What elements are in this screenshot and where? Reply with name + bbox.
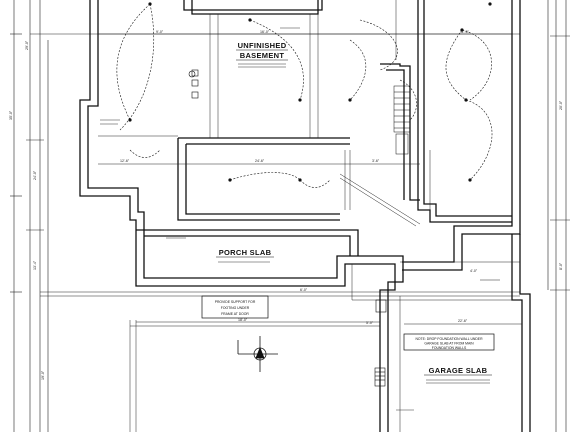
dimension-label: 11'-6"	[460, 30, 470, 34]
garage-note-line-3: FOUNDATION WALLS	[432, 346, 467, 350]
room-label-underlines	[216, 49, 492, 376]
dimension-label: 24'-0"	[33, 170, 37, 180]
dimension-label: 3'-6"	[372, 159, 380, 163]
garage-slab-label: GARAGE SLAB	[429, 366, 488, 375]
electrical-fixtures	[128, 2, 492, 182]
dimension-label: 13'-4"	[33, 260, 37, 270]
interior-thin-lines	[98, 0, 522, 432]
dimension-label: 19'-0"	[41, 370, 45, 380]
dimension-labels: 35'-0" 29'-0" 24'-0" 13'-4" 9'-0" 16'-0"…	[9, 30, 563, 380]
porch-slab-label: PORCH SLAB	[219, 248, 272, 257]
footing-note-line-3: FRAME AT DOOR	[221, 312, 249, 316]
dimension-label: 8'-0"	[559, 262, 563, 270]
garage-note-line-1: NOTE: DROP FOUNDATION WALL UNDER	[415, 337, 483, 341]
column-pads	[191, 69, 387, 387]
north-arrow-icon	[237, 336, 278, 372]
dimension-label: 24'-6"	[255, 159, 265, 163]
stair-treads	[393, 85, 411, 155]
dimension-label: 12'-6"	[120, 159, 130, 163]
dimension-label: 6'-0"	[300, 288, 308, 292]
dimension-label: 5'-0"	[366, 321, 374, 325]
unfinished-basement-label-1: UNFINISHED	[238, 41, 287, 50]
dimension-label: 35'-0"	[9, 110, 13, 120]
dimension-label: 9'-0"	[156, 30, 164, 34]
dimension-label: 18'-0"	[238, 318, 248, 322]
dimension-label: 20'-0"	[559, 100, 563, 110]
room-labels: UNFINISHED BASEMENT PORCH SLAB GARAGE SL…	[219, 41, 488, 375]
footing-note-line-2: FOOTING UNDER	[221, 306, 250, 310]
dimension-label: 22'-6"	[458, 319, 468, 323]
dimension-label: 16'-0"	[260, 30, 270, 34]
footing-note: PROVIDE SUPPORT FOR FOOTING UNDER FRAME …	[201, 295, 269, 319]
foundation-walls	[79, 0, 531, 432]
outlet-symbol	[188, 70, 196, 78]
electrical-wiring	[116, 3, 493, 188]
footing-note-line-1: PROVIDE SUPPORT FOR	[215, 300, 256, 304]
unfinished-basement-label-2: BASEMENT	[240, 51, 285, 60]
garage-foundation-note: NOTE: DROP FOUNDATION WALL UNDER GARAGE …	[403, 333, 495, 351]
dimension-label: 29'-0"	[25, 40, 29, 50]
garage-note-line-2: GARAGE SLAB AT FROM MAIN	[424, 342, 474, 346]
fine-annotation-marks	[100, 27, 490, 411]
dimension-label: 4'-0"	[470, 269, 478, 273]
